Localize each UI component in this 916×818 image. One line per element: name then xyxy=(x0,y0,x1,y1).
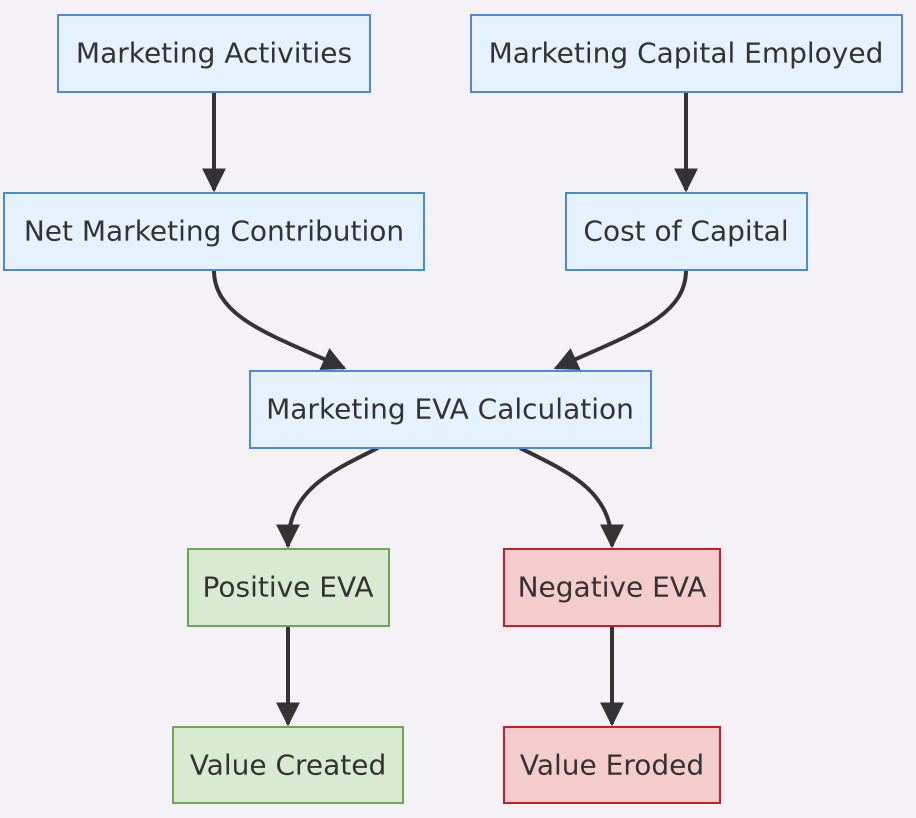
node-marketing-capital-employed: Marketing Capital Employed xyxy=(470,14,903,93)
node-marketing-activities: Marketing Activities xyxy=(57,14,371,93)
node-label-value-created: Value Created xyxy=(190,749,387,782)
node-label-marketing-capital-employed: Marketing Capital Employed xyxy=(489,37,884,70)
edge-cost-to-eva xyxy=(553,269,688,370)
node-net-marketing-contribution: Net Marketing Contribution xyxy=(3,192,425,271)
node-label-positive-eva: Positive EVA xyxy=(202,571,373,604)
node-value-eroded: Value Eroded xyxy=(503,726,721,804)
edge-eva-to-positive xyxy=(276,446,379,549)
edge-eva-to-negative xyxy=(519,446,624,549)
node-marketing-eva-calculation: Marketing EVA Calculation xyxy=(249,370,652,449)
node-label-negative-eva: Negative EVA xyxy=(518,571,707,604)
node-positive-eva: Positive EVA xyxy=(187,548,390,627)
node-label-cost-of-capital: Cost of Capital xyxy=(583,215,788,248)
node-label-marketing-activities: Marketing Activities xyxy=(76,37,352,70)
node-value-created: Value Created xyxy=(172,726,404,804)
node-cost-of-capital: Cost of Capital xyxy=(565,192,808,271)
node-negative-eva: Negative EVA xyxy=(503,548,721,627)
node-label-value-eroded: Value Eroded xyxy=(520,749,704,782)
node-label-marketing-eva-calculation: Marketing EVA Calculation xyxy=(266,393,634,426)
node-label-net-marketing-contribution: Net Marketing Contribution xyxy=(24,215,404,248)
edge-contribution-to-eva xyxy=(212,269,347,370)
